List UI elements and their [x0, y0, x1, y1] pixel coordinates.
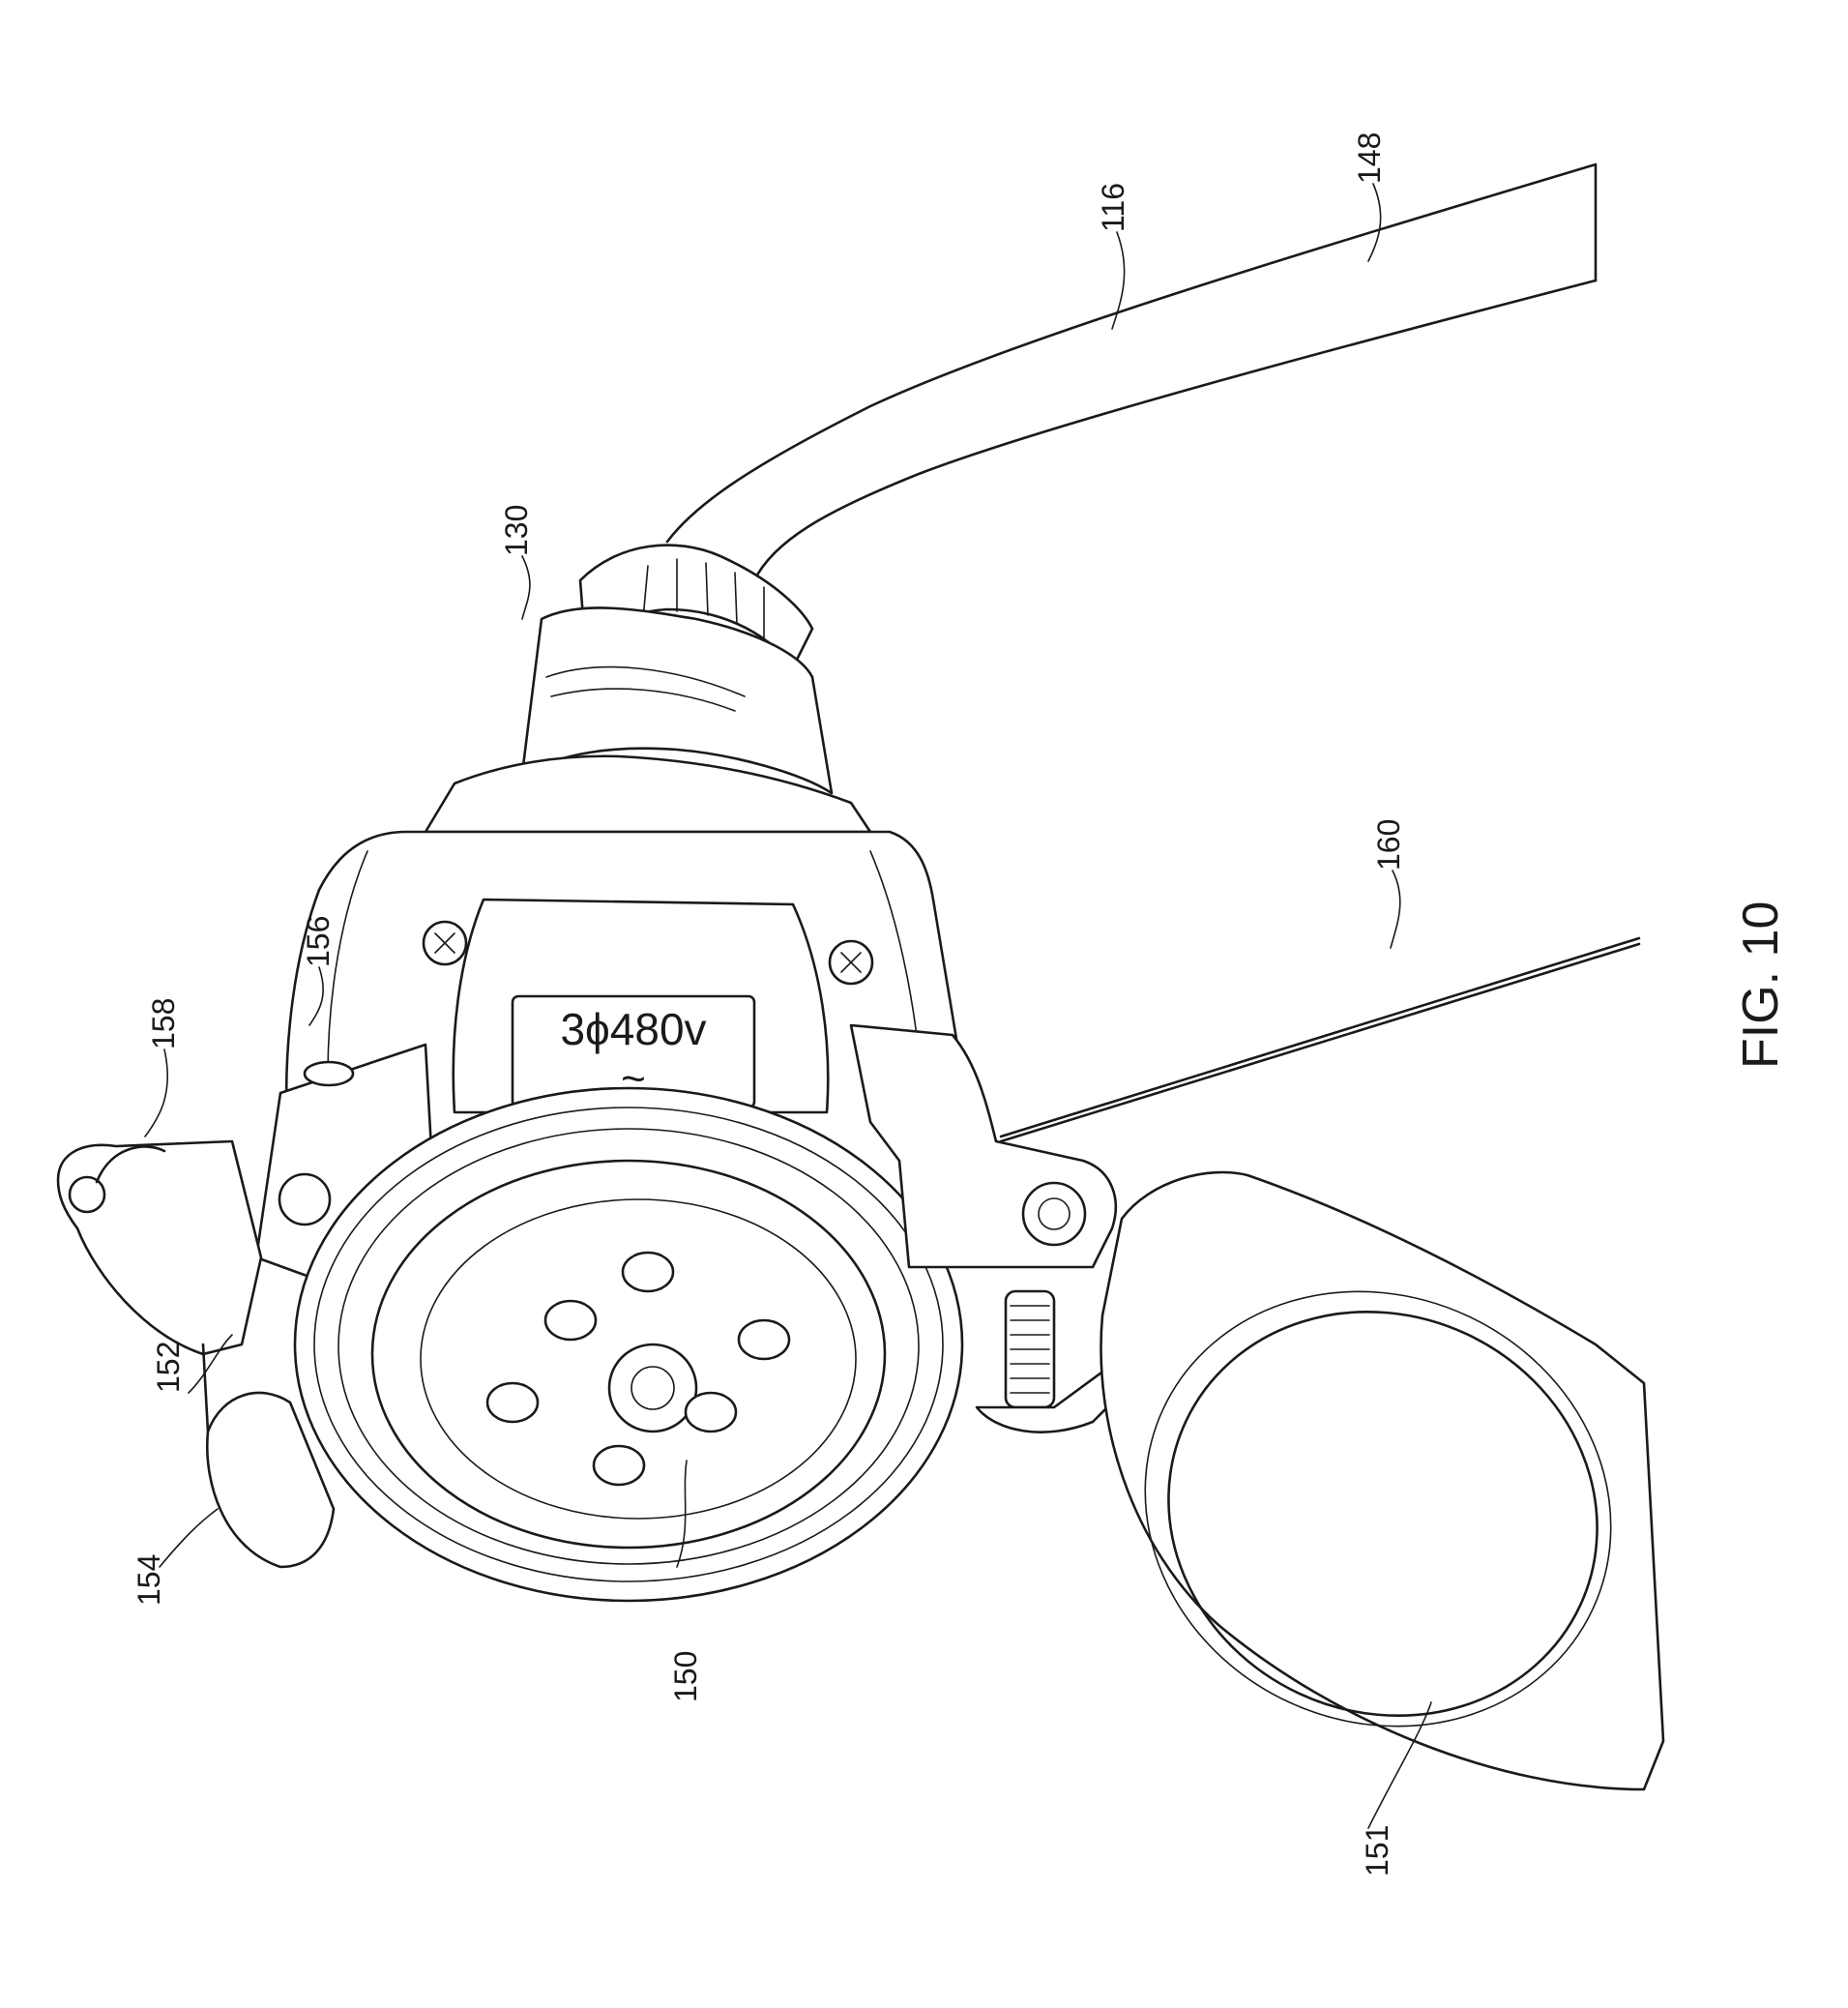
flip-cover: [1100, 1170, 1665, 1791]
label-130: 130: [499, 505, 534, 556]
label-152: 152: [151, 1342, 186, 1393]
label-151: 151: [1360, 1825, 1394, 1876]
voltage-plate: 3ϕ480v ~: [511, 994, 756, 1109]
label-150: 150: [668, 1651, 703, 1702]
front-face: [293, 1086, 964, 1603]
label-148: 148: [1352, 133, 1387, 184]
label-158: 158: [146, 998, 181, 1049]
reference-labels: 116 148 130 160 156 158 152 154 150 151: [132, 133, 1432, 1876]
figure-caption: FIG. 10: [1733, 901, 1789, 1069]
label-160: 160: [1371, 819, 1406, 871]
strain-relief-nut: [578, 544, 814, 669]
label-116: 116: [1096, 183, 1130, 232]
screw-left: [422, 920, 468, 966]
hinge-assembly: [849, 1023, 1133, 1433]
cable-drawing: [665, 162, 1598, 582]
label-156: 156: [301, 916, 336, 967]
screw-right: [828, 939, 874, 986]
label-154: 154: [132, 1554, 166, 1606]
contact-pins: [485, 1251, 791, 1487]
hinge-spring: [1004, 1289, 1056, 1409]
rear-body: [424, 606, 872, 834]
ground-wire: [999, 936, 1641, 1143]
voltage-plate-line1: 3ϕ480v: [560, 1004, 706, 1054]
